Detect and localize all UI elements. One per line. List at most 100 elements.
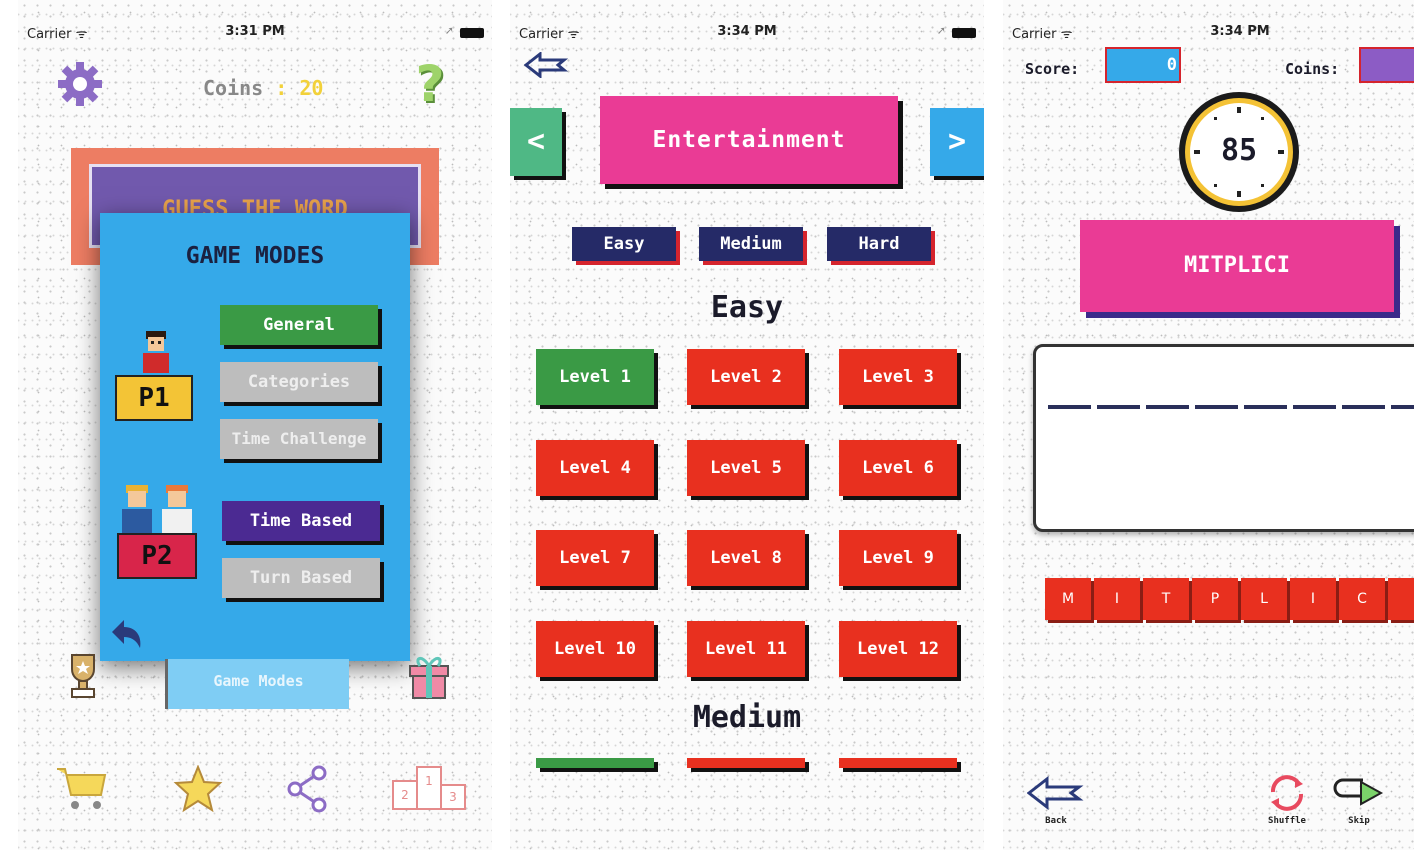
scrambled-word-label: MITPLICI	[1184, 253, 1290, 278]
answer-slot	[1293, 405, 1336, 409]
player-avatar-single	[137, 329, 175, 377]
game-modes-button[interactable]: Game Modes	[165, 659, 349, 709]
battery-icon	[952, 28, 976, 38]
coins-value: 20	[299, 76, 324, 100]
score-number: 0	[1166, 55, 1177, 75]
letter-tile[interactable]: L	[1241, 578, 1287, 620]
section-heading-easy: Easy	[710, 290, 784, 325]
p1-label: P1	[138, 383, 170, 413]
level-button[interactable]: Level 2	[687, 349, 805, 405]
popup-title: GAME MODES	[185, 243, 325, 269]
letter-tile[interactable]: T	[1143, 578, 1189, 620]
answer-slot	[1342, 405, 1385, 409]
turn-based-button[interactable]: Turn Based	[222, 558, 380, 598]
letter-tile[interactable]: C	[1339, 578, 1385, 620]
coins-separator: :	[263, 76, 300, 100]
skip-icon	[1333, 778, 1384, 806]
skip-button[interactable]: Skip	[1329, 774, 1389, 830]
shuffle-label: Shuffle	[1268, 816, 1306, 826]
letter-tile[interactable]	[1388, 578, 1414, 620]
shuffle-button[interactable]: Shuffle	[1263, 774, 1311, 830]
coins-display: Coins : 20	[203, 76, 323, 100]
p2-badge: P2	[117, 533, 197, 579]
share-icon[interactable]	[284, 764, 330, 814]
cart-icon[interactable]	[54, 762, 110, 814]
time-challenge-button[interactable]: Time Challenge	[220, 419, 378, 459]
letter-tile[interactable]: I	[1290, 578, 1336, 620]
star-icon[interactable]	[172, 764, 224, 814]
carrier-text: Carrier ᯤ	[27, 27, 88, 42]
category-title: Entertainment	[600, 96, 898, 184]
tab-hard[interactable]: Hard	[827, 227, 931, 261]
svg-text:3: 3	[449, 790, 457, 804]
level-button[interactable]: Level 10	[536, 621, 654, 677]
screen-gameplay: Carrier ᯤ 3:34 PM Score: 0 Coins: 85 MIT…	[1003, 0, 1414, 850]
level-button[interactable]: Level 6	[839, 440, 957, 496]
level-button[interactable]: Level 8	[687, 530, 805, 586]
player-avatars-pair	[120, 483, 198, 535]
battery-icon	[460, 28, 484, 38]
timer-value: 85	[1220, 133, 1258, 168]
general-button[interactable]: General	[220, 305, 378, 345]
tab-medium[interactable]: Medium	[699, 227, 803, 261]
status-time: 3:34 PM	[717, 24, 777, 39]
help-icon[interactable]: ?	[410, 55, 450, 113]
time-based-button[interactable]: Time Based	[222, 501, 380, 541]
carrier-text: Carrier ᯤ	[1012, 27, 1073, 42]
answer-slot	[1195, 405, 1238, 409]
status-time: 3:31 PM	[225, 24, 285, 39]
location-icon: ➚	[444, 24, 454, 37]
next-category-button[interactable]: >	[930, 108, 984, 176]
answer-slot	[1391, 405, 1414, 409]
coins-value-box	[1359, 47, 1414, 83]
letter-tile[interactable]: I	[1094, 578, 1140, 620]
prev-glyph: <	[526, 124, 546, 159]
gift-icon[interactable]	[403, 650, 455, 702]
level-button[interactable]: Level 3	[839, 349, 957, 405]
p2-label: P2	[141, 541, 173, 571]
answer-slot	[1048, 405, 1091, 409]
level-button[interactable]: Level 9	[839, 530, 957, 586]
p1-badge: P1	[115, 375, 193, 421]
back-button[interactable]: Back	[1025, 775, 1087, 828]
score-label: Score:	[1025, 60, 1080, 78]
letter-tile[interactable]: P	[1192, 578, 1238, 620]
tab-easy[interactable]: Easy	[572, 227, 676, 261]
undo-icon[interactable]	[106, 615, 146, 655]
status-bar: Carrier ᯤ 3:31 PM ➚	[18, 22, 492, 42]
help-glyph: ?	[415, 55, 445, 113]
categories-button[interactable]: Categories	[220, 362, 378, 402]
level-button[interactable]: Level 11	[687, 621, 805, 677]
letter-tile[interactable]: M	[1045, 578, 1091, 620]
gear-icon[interactable]	[54, 58, 106, 110]
shuffle-icon	[1271, 775, 1303, 811]
medium-level-button[interactable]	[839, 758, 957, 768]
back-arrow-icon[interactable]	[522, 50, 570, 80]
svg-text:1: 1	[425, 774, 433, 788]
next-glyph: >	[947, 124, 967, 159]
medium-level-button[interactable]	[687, 758, 805, 768]
level-button[interactable]: Level 7	[536, 530, 654, 586]
status-bar: Carrier ᯤ 3:34 PM	[1003, 22, 1414, 42]
podium-icon[interactable]: 1 2 3	[390, 762, 468, 812]
prev-category-button[interactable]: <	[510, 108, 562, 176]
level-button[interactable]: Level 4	[536, 440, 654, 496]
back-arrow-icon	[1026, 775, 1084, 811]
screen-main-menu: Carrier ᯤ 3:31 PM ➚ Coins : 20 ? GUESS T…	[18, 0, 492, 850]
score-value: 0	[1105, 47, 1181, 83]
answer-slot	[1146, 405, 1189, 409]
coins-label: Coins	[203, 76, 264, 100]
trophy-icon[interactable]	[58, 650, 108, 702]
game-modes-popup: GAME MODES P1 P2 General Categories Time…	[100, 213, 410, 661]
svg-text:2: 2	[401, 788, 409, 802]
clock-icon: 85	[1179, 92, 1299, 212]
coins-label: Coins:	[1285, 60, 1340, 78]
level-button[interactable]: Level 12	[839, 621, 957, 677]
answer-slot	[1244, 405, 1287, 409]
level-button[interactable]: Level 1	[536, 349, 654, 405]
status-bar: Carrier ᯤ 3:34 PM ➚	[510, 22, 984, 42]
medium-level-button[interactable]	[536, 758, 654, 768]
answer-slots	[1048, 405, 1414, 409]
answer-slot	[1097, 405, 1140, 409]
level-button[interactable]: Level 5	[687, 440, 805, 496]
